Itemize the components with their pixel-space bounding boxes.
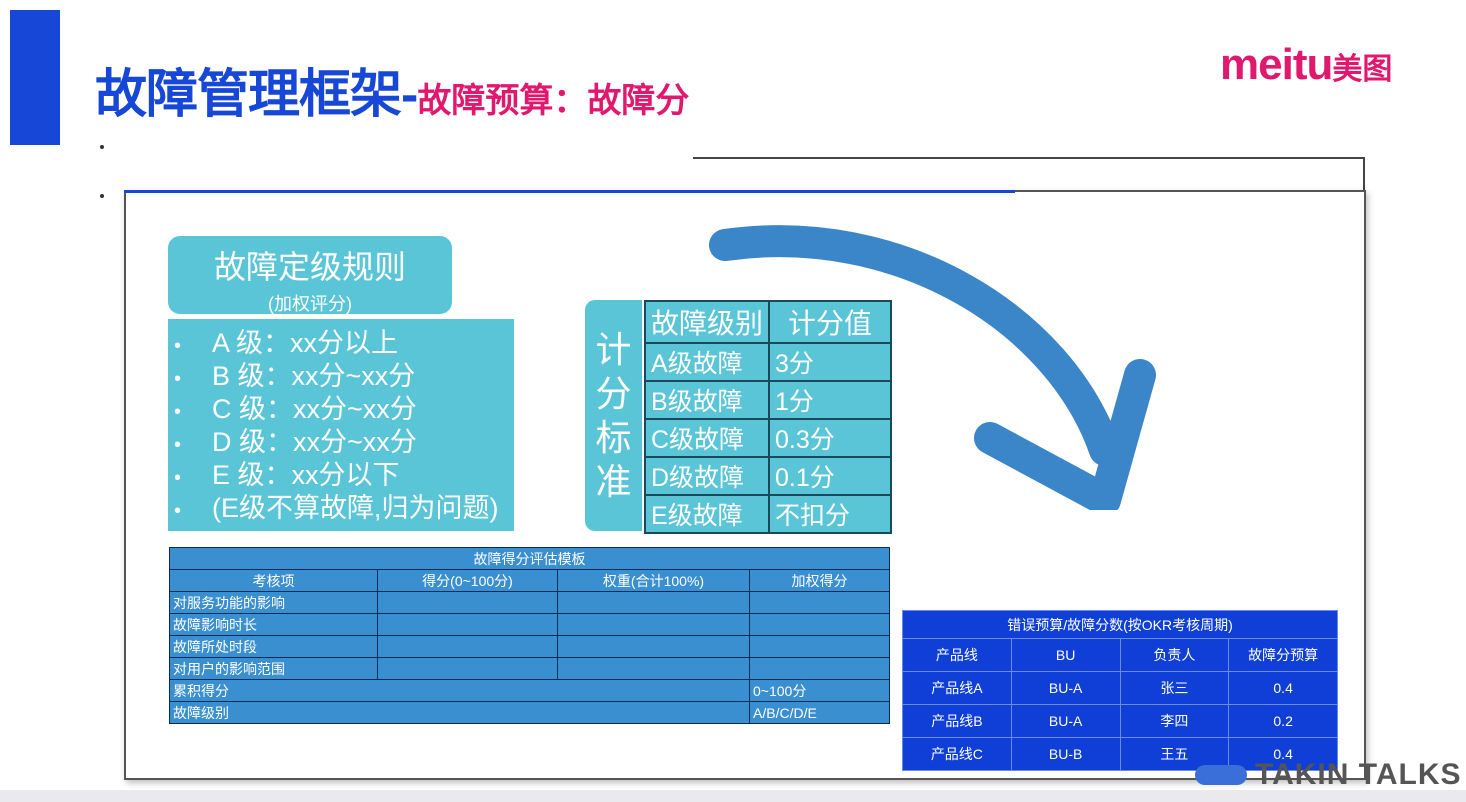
takin-logo-icon <box>1195 765 1247 785</box>
error-budget-table: 错误预算/故障分数(按OKR考核周期) 产品线 BU 负责人 故障分预算 产品线… <box>902 610 1338 771</box>
rule-item: •A 级：xx分以上 <box>174 328 399 358</box>
eval-header-row: 考核项 得分(0~100分) 权重(合计100%) 加权得分 <box>169 569 890 592</box>
evaluation-template-table: 故障得分评估模板 考核项 得分(0~100分) 权重(合计100%) 加权得分 … <box>169 547 890 724</box>
footer-bar <box>0 790 1466 802</box>
title-main: 故障管理框架- <box>95 66 418 124</box>
rule-item: •D 级：xx分~xx分 <box>174 427 417 457</box>
rules-heading-box: 故障定级规则 (加权评分) <box>168 236 452 314</box>
accent-bar <box>10 10 60 145</box>
scoring-standard-label: 计 分 标 准 <box>585 300 642 531</box>
bullet-dot <box>100 194 104 198</box>
eval-row: 对用户的影响范围 <box>169 657 890 680</box>
rule-item: •(E级不算故障,归为问题) <box>174 493 499 523</box>
takin-talks-logo: TAKIN TALKS <box>1195 758 1462 792</box>
page-title: 故障管理框架-故障预算：故障分 <box>95 52 689 127</box>
meitu-logo: meitu美图 <box>1220 40 1392 90</box>
frame-blue-line <box>124 190 1015 193</box>
scoring-row: E级故障不扣分 <box>643 494 893 534</box>
eval-row: 故障所处时段 <box>169 635 890 658</box>
frame-line-top <box>693 157 1365 159</box>
rules-heading: 故障定级规则 <box>213 249 406 285</box>
rule-item: •B 级：xx分~xx分 <box>174 361 416 391</box>
logo-en: meitu <box>1220 40 1333 89</box>
eval-row: 故障影响时长 <box>169 613 890 636</box>
logo-cn: 美图 <box>1332 53 1393 86</box>
rule-item: •E 级：xx分以下 <box>174 460 400 490</box>
takin-logo-text: TAKIN TALKS <box>1255 758 1462 791</box>
rules-list: •A 级：xx分以上 •B 级：xx分~xx分 •C 级：xx分~xx分 •D … <box>168 319 514 531</box>
budget-header-row: 产品线 BU 负责人 故障分预算 <box>902 638 1338 672</box>
budget-caption-row: 错误预算/故障分数(按OKR考核周期) <box>902 610 1338 639</box>
eval-row: 对服务功能的影响 <box>169 591 890 614</box>
title-sub: 故障预算：故障分 <box>417 82 690 120</box>
rule-item: •C 级：xx分~xx分 <box>174 394 417 424</box>
eval-caption-row: 故障得分评估模板 <box>169 547 890 570</box>
bullet-dot <box>100 145 104 149</box>
rules-subheading: (加权评分) <box>268 294 352 314</box>
flow-arrow-icon <box>709 225 1156 510</box>
scoring-header-row: 故障级别 计分值 <box>643 300 893 344</box>
